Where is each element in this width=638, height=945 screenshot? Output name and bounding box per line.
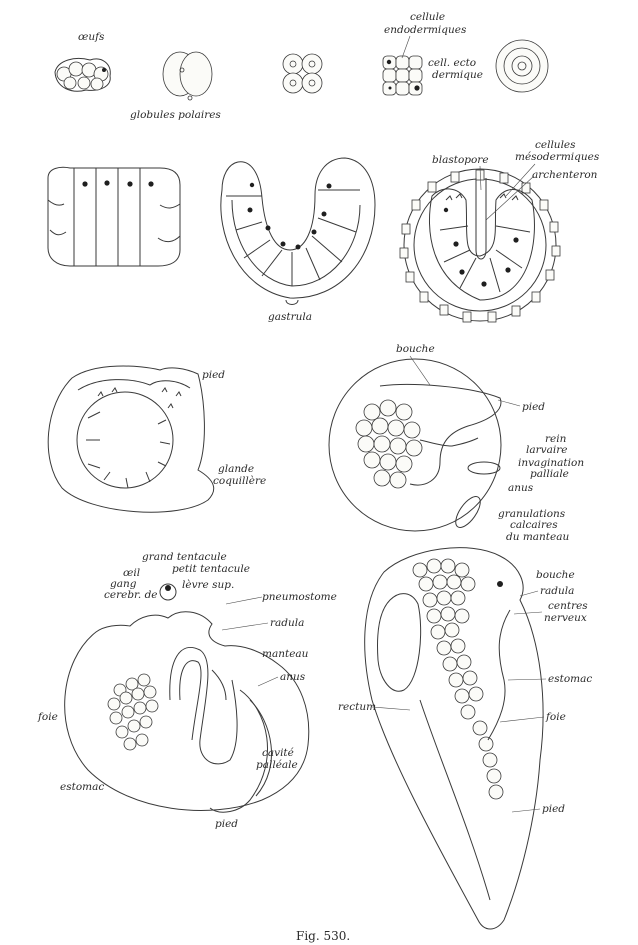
label-cavite-2: palléale	[256, 759, 298, 771]
label-manteau: manteau	[262, 648, 309, 660]
figure-caption: Fig. 530.	[296, 929, 350, 943]
veliger-section	[329, 359, 501, 531]
label-pied-4: pied	[542, 803, 565, 815]
label-gran-2: calcaires	[510, 519, 558, 531]
label-levre-sup: lèvre sup.	[182, 579, 234, 591]
veliger-yolk-cells	[356, 400, 422, 488]
label-blastopore: blastopore	[432, 154, 489, 166]
label-pneumostome: pneumostome	[262, 591, 337, 603]
label-foie-2: foie	[545, 711, 566, 723]
label-globules-polaires: globules polaires	[130, 109, 221, 121]
label-cellule-endo-2: endodermiques	[384, 24, 467, 36]
label-glande-1: glande	[218, 463, 254, 475]
label-cell-ecto-2: dermique	[432, 69, 483, 81]
blastula-stage	[496, 40, 548, 92]
label-bouche-2: bouche	[536, 569, 575, 581]
label-bouche-1: bouche	[396, 343, 435, 355]
label-gang-2: cerebr. de	[104, 589, 158, 601]
label-cellule-endo-1: cellule	[410, 11, 445, 23]
label-cellules-meso-2: mésodermiques	[515, 151, 600, 163]
label-radula-2: radula	[540, 585, 574, 597]
label-estomac-2: estomac	[548, 673, 592, 685]
archenteron-section	[400, 169, 560, 322]
blastula-section	[48, 167, 180, 266]
label-anus-2: anus	[280, 671, 306, 683]
label-glande-2: coquillère	[213, 475, 266, 487]
label-petit-tentacule: petit tentacule	[172, 563, 250, 575]
embryo-elongated-liver	[413, 559, 503, 799]
trochophore-section	[48, 366, 214, 512]
label-cavite-1: cavité	[262, 747, 294, 759]
embryo-elongated	[365, 548, 543, 929]
label-pied-3: pied	[215, 818, 238, 830]
label-estomac-1: estomac	[60, 781, 104, 793]
gastrula-section	[221, 158, 375, 305]
label-invag-2: palliale	[530, 468, 569, 480]
label-rein-2: larvaire	[526, 444, 567, 456]
label-anus-1: anus	[508, 482, 534, 494]
label-gastrula: gastrula	[268, 311, 312, 323]
label-gran-3: du manteau	[506, 531, 569, 543]
label-centres-2: nerveux	[544, 612, 587, 624]
label-cell-ecto-1: cell. ecto	[428, 57, 476, 69]
ectoderm-ring-cells	[400, 170, 560, 322]
label-radula-1: radula	[270, 617, 304, 629]
label-cellules-meso-1: cellules	[535, 139, 576, 151]
eggs-cluster	[55, 59, 110, 92]
two-cell-stage	[163, 52, 212, 100]
four-cell-stage	[283, 54, 322, 93]
morula-stage	[383, 56, 422, 95]
label-rectum: rectum	[338, 701, 376, 713]
label-grand-tentacule: grand tentacule	[142, 551, 227, 563]
label-pied-2: pied	[522, 401, 545, 413]
label-pied-1: pied	[202, 369, 225, 381]
embryo-coiled-liver	[108, 674, 158, 750]
label-archenteron: archenteron	[532, 169, 598, 181]
label-centres-1: centres	[548, 600, 588, 612]
label-foie-1: foie	[37, 711, 58, 723]
label-oeufs: œufs	[78, 31, 105, 43]
